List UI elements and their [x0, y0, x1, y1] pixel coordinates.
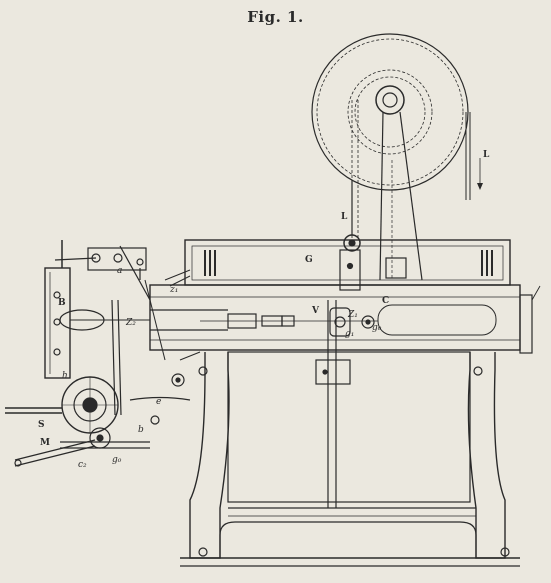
label-b-upper: B	[58, 298, 66, 308]
left-mechanism	[5, 240, 228, 467]
label-z1-left: z₁	[169, 285, 178, 295]
label-l-top: L	[341, 212, 348, 222]
stand-frame	[180, 351, 520, 567]
pulley-support-arm	[379, 111, 423, 281]
label-z2: Z₂	[125, 318, 136, 328]
upper-housing-g	[184, 239, 511, 286]
label-z1: Z₁	[347, 310, 358, 320]
label-c2: c₂	[78, 460, 87, 470]
label-g1: g₁	[345, 329, 354, 339]
label-c: C	[382, 296, 389, 306]
label-l-right: L	[483, 150, 490, 160]
pulley-wheel	[311, 33, 483, 240]
label-g: G	[305, 255, 313, 265]
label-g0-low: g₀	[112, 455, 122, 465]
label-a: a	[117, 266, 122, 276]
label-s: S	[38, 420, 45, 430]
label-h: h	[62, 371, 68, 381]
label-m: M	[40, 438, 50, 448]
label-b-low: b	[138, 425, 144, 435]
link-rods	[164, 269, 201, 361]
label-v: V	[311, 306, 320, 316]
center-bracket	[315, 249, 361, 508]
label-g0: g₀	[372, 323, 382, 333]
figure-title: Fig. 1.	[247, 8, 304, 26]
main-bed	[149, 284, 541, 354]
label-e: e	[156, 397, 161, 407]
